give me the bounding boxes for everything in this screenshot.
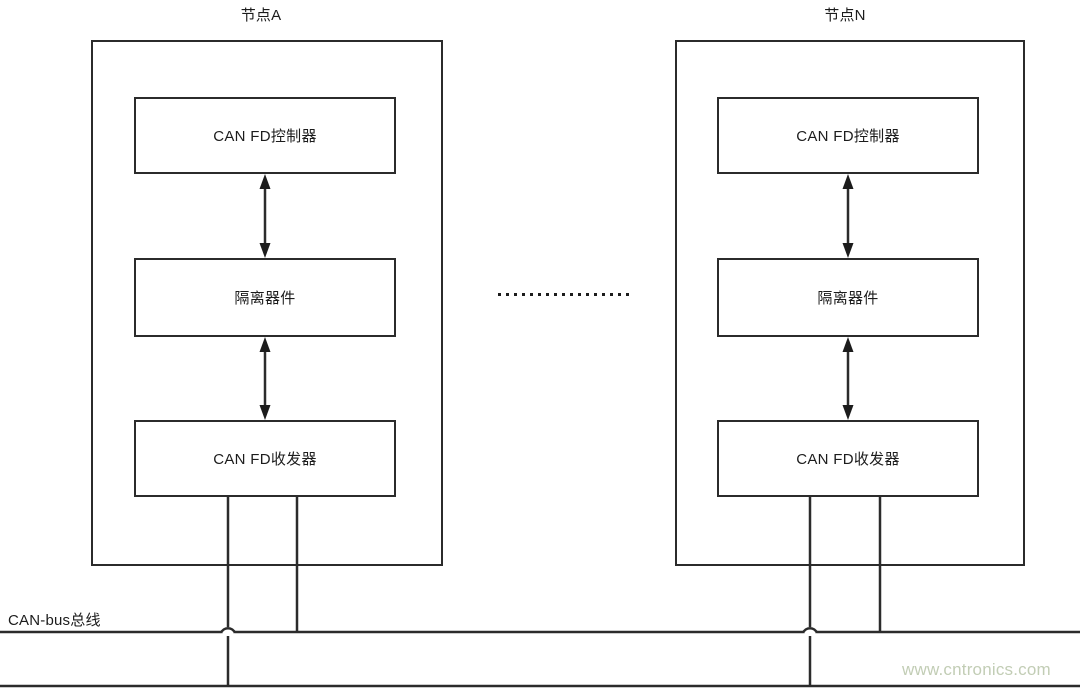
node-a-can-fd-transceiver-label: CAN FD收发器 [213, 451, 317, 468]
can-bus-label: CAN-bus总线 [8, 612, 101, 629]
ellipsis-dot [562, 293, 565, 296]
node-n-isolator[interactable]: 隔离器件 [717, 258, 979, 337]
node-a-isolator-label: 隔离器件 [234, 290, 296, 307]
ellipsis-dot [522, 293, 525, 296]
ellipsis-dot [538, 293, 541, 296]
node-n-title: 节点N [824, 7, 866, 24]
ellipsis-dot [530, 293, 533, 296]
node-a-can-fd-transceiver[interactable]: CAN FD收发器 [134, 420, 396, 497]
node-n-container [675, 40, 1025, 566]
node-a-isolator[interactable]: 隔离器件 [134, 258, 396, 337]
ellipsis-dot [594, 293, 597, 296]
node-a-can-fd-controller[interactable]: CAN FD控制器 [134, 97, 396, 174]
node-a-title: 节点A [240, 7, 282, 24]
ellipsis-dot [546, 293, 549, 296]
node-n-can-fd-transceiver-label: CAN FD收发器 [796, 451, 900, 468]
nodes-ellipsis [498, 293, 629, 296]
ellipsis-dot [610, 293, 613, 296]
ellipsis-dot [506, 293, 509, 296]
ellipsis-dot [578, 293, 581, 296]
ellipsis-dot [586, 293, 589, 296]
node-n-can-fd-controller-label: CAN FD控制器 [796, 128, 900, 145]
ellipsis-dot [498, 293, 501, 296]
node-n-can-fd-transceiver[interactable]: CAN FD收发器 [717, 420, 979, 497]
node-a-container [91, 40, 443, 566]
watermark: www.cntronics.com [902, 660, 1051, 679]
node-n-isolator-label: 隔离器件 [817, 290, 879, 307]
ellipsis-dot [602, 293, 605, 296]
ellipsis-dot [554, 293, 557, 296]
node-a-can-fd-controller-label: CAN FD控制器 [213, 128, 317, 145]
ellipsis-dot [514, 293, 517, 296]
ellipsis-dot [618, 293, 621, 296]
ellipsis-dot [626, 293, 629, 296]
ellipsis-dot [570, 293, 573, 296]
node-n-can-fd-controller[interactable]: CAN FD控制器 [717, 97, 979, 174]
